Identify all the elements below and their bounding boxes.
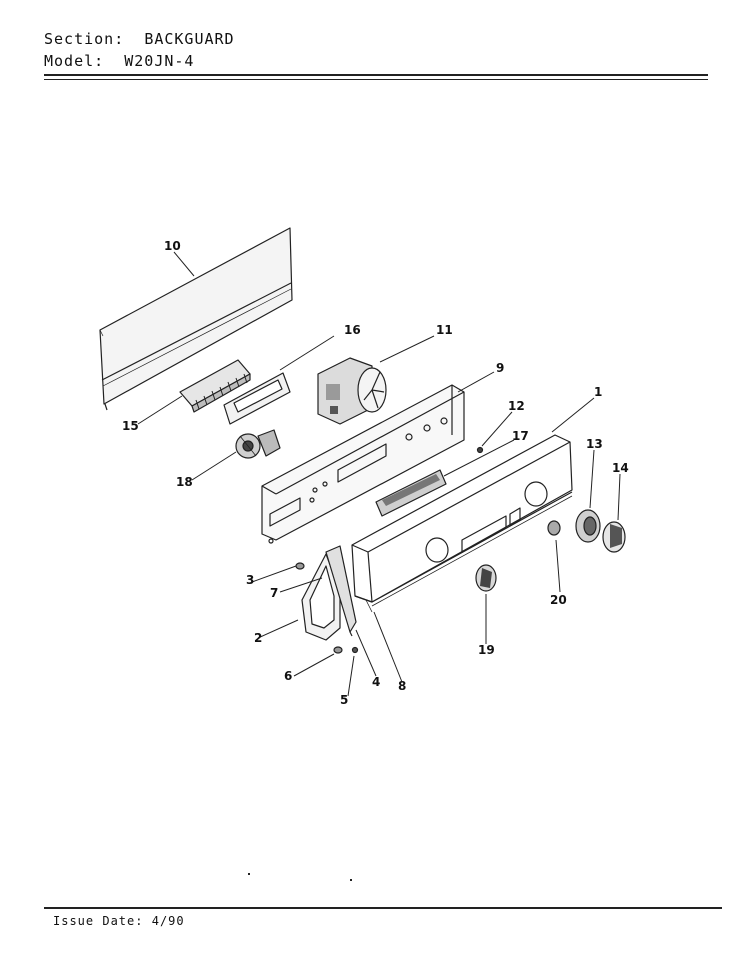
callout-8: 8	[398, 679, 406, 693]
screw-part-6	[333, 646, 343, 654]
screw-part-3	[295, 562, 305, 570]
callout-20: 20	[550, 593, 567, 607]
callout-14: 14	[612, 461, 629, 475]
issue-value: 4/90	[151, 914, 185, 928]
console-part	[351, 434, 573, 607]
callout-2: 2	[254, 631, 262, 645]
callout-17: 17	[512, 429, 529, 443]
clip-part	[476, 446, 484, 454]
callout-9: 9	[496, 361, 504, 375]
callout-16: 16	[344, 323, 361, 337]
callout-18: 18	[176, 475, 193, 489]
timer-knob-part	[602, 521, 626, 553]
callout-19: 19	[478, 643, 495, 657]
section-value: BACKGUARD	[144, 30, 235, 48]
control-panel-part	[261, 384, 465, 544]
callout-10: 10	[164, 239, 181, 253]
model-label: Model:	[44, 52, 105, 70]
display-lens-part	[375, 469, 447, 517]
callout-12: 12	[508, 399, 525, 413]
callout-13: 13	[586, 437, 603, 451]
timer-part	[317, 357, 387, 425]
callout-4: 4	[372, 675, 380, 689]
callout-11: 11	[436, 323, 453, 337]
issue-date: Issue Date: 4/90	[53, 914, 185, 928]
callout-7: 7	[270, 586, 278, 600]
push-button-part	[547, 520, 561, 536]
trim-strip-part	[325, 545, 373, 654]
callout-3: 3	[246, 573, 254, 587]
section-line: Section: BACKGUARD	[44, 30, 235, 48]
callout-6: 6	[284, 669, 292, 683]
callout-15: 15	[122, 419, 139, 433]
model-line: Model: W20JN-4	[44, 52, 194, 70]
callout-1: 1	[594, 385, 602, 399]
section-label: Section:	[44, 30, 125, 48]
issue-label: Issue Date:	[53, 914, 144, 928]
callout-5: 5	[340, 693, 348, 707]
footer-rule	[44, 907, 722, 909]
selector-knob-part	[475, 564, 497, 592]
selector-switch-part	[235, 429, 281, 459]
header-rule-bottom	[44, 79, 708, 80]
terminal-block-part	[179, 359, 251, 413]
model-value: W20JN-4	[124, 52, 195, 70]
mounting-bracket-part	[223, 372, 291, 425]
rear-shield-part	[99, 227, 293, 411]
knob-dial-part	[575, 509, 601, 543]
header-rule-top	[44, 74, 708, 76]
